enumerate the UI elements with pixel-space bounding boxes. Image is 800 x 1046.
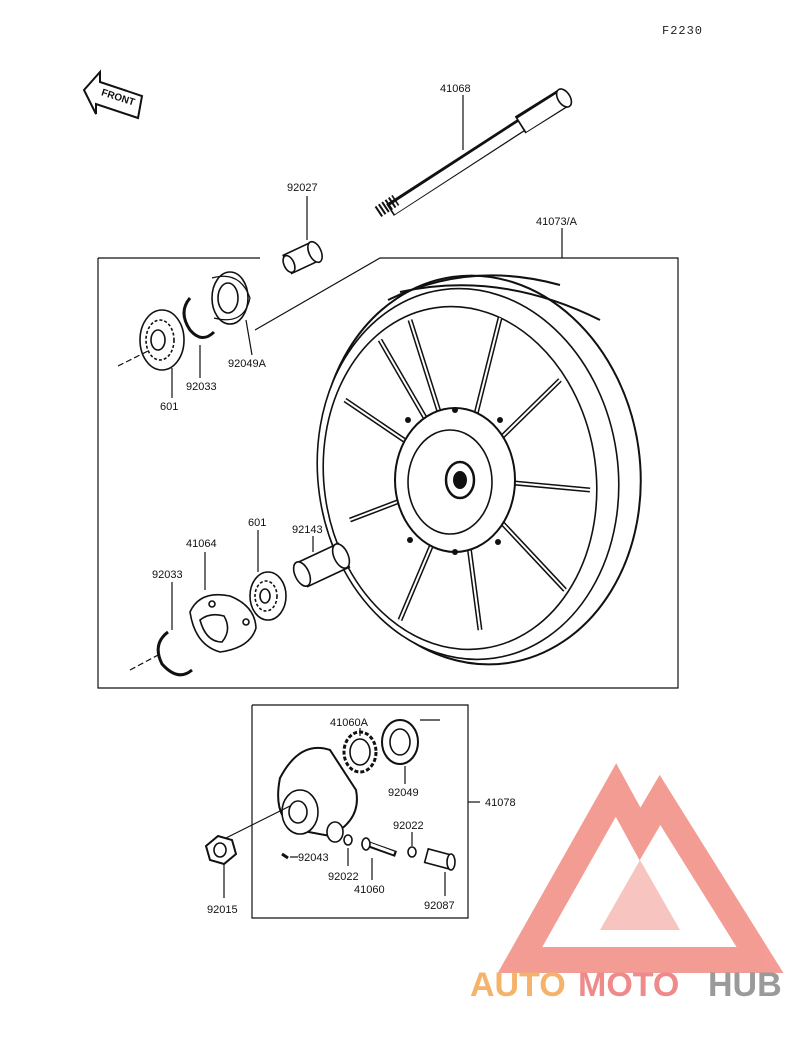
gear-41060A [342,730,378,774]
bearing-601-top [139,309,185,371]
part-label-92022-right: 92022 [393,820,424,832]
pin-92043 [281,852,289,860]
gearbox-group-outline [251,704,469,919]
distance-collar-92143 [292,542,351,588]
circlip-92033-top [182,297,216,339]
part-label-92049: 92049 [388,787,419,799]
part-label-92027: 92027 [287,182,318,194]
gear-housing [277,746,358,843]
watermark-part2: MOTO [578,966,679,1004]
watermark-part1: AUTO [470,966,566,1004]
wheel-41073A [316,274,642,666]
front-arrow-icon: FRONT [82,69,144,120]
part-label-92043: 92043 [298,852,329,864]
axle-41068 [374,88,573,217]
watermark-text: AUTO MOTO HUB [470,966,782,1004]
bushing-92087 [423,847,456,871]
part-label-92033-bottom: 92033 [152,569,183,581]
part-label-92049A: 92049A [228,358,267,370]
part-label-41073A: 41073/A [536,216,578,228]
part-label-41068: 41068 [440,83,471,95]
part-label-92087: 92087 [424,900,455,912]
part-label-601-bottom: 601 [248,517,266,529]
gear-retainer-41064 [189,593,257,653]
part-label-601-top: 601 [160,401,178,413]
part-label-92033-top: 92033 [186,381,217,393]
oil-seal-92049 [381,719,419,765]
part-label-92143: 92143 [292,524,323,536]
part-label-41078: 41078 [485,797,516,809]
part-label-92022-left: 92022 [328,871,359,883]
watermark-part3: HUB [708,966,782,1004]
nut-92015 [204,834,238,866]
washer-92022-right [407,846,417,858]
figure-code: F2230 [662,24,703,38]
part-label-41064: 41064 [186,538,217,550]
oil-seal-92049A [211,271,251,325]
bearing-601-bottom [249,571,287,621]
washer-92022-left [343,834,353,846]
part-label-92015: 92015 [207,904,238,916]
part-label-41060: 41060 [354,884,385,896]
circlip-92033-bottom [156,630,193,677]
automotohub-logo-icon [497,763,784,973]
collar-92027 [282,240,323,275]
pinion-41060 [361,837,397,857]
part-label-41060A: 41060A [330,717,369,729]
